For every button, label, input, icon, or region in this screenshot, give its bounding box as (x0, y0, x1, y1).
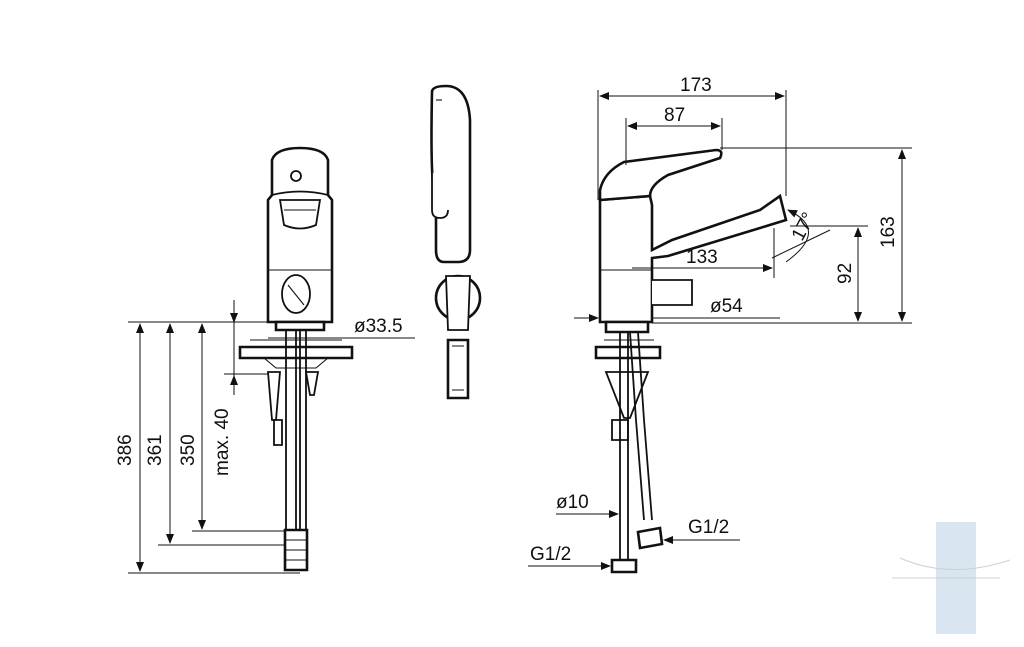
front-faucet-body (266, 146, 334, 332)
side-supply-hoses (610, 331, 664, 574)
dimension-label-hose-diameter: ø10 (556, 492, 589, 513)
dimension-label-body-diameter: ø54 (710, 296, 743, 317)
side-dimension-lines (528, 90, 912, 570)
dimension-label-361: 361 (145, 434, 166, 466)
watermark-logo (892, 522, 1011, 634)
hand-shower-view (430, 84, 482, 400)
dimension-label-87: 87 (664, 105, 685, 126)
side-faucet-body (598, 148, 788, 334)
front-dimension-lines (128, 300, 415, 574)
dimension-label-92: 92 (835, 263, 856, 284)
dimension-label-173: 173 (680, 75, 712, 96)
front-supply-hoses (283, 330, 309, 572)
front-mounting-clamp (267, 371, 320, 446)
dimension-label-connection-left: G1/2 (530, 544, 571, 565)
dimension-label-connection-right: G1/2 (688, 517, 729, 538)
dimension-label-base-diameter: ø33.5 (354, 316, 403, 337)
side-view: 173 87 133 17° 92 163 ø54 ø10 G1/2 G1/2 (528, 75, 912, 574)
dimension-label-133: 133 (686, 247, 718, 268)
dimension-label-386: 386 (115, 434, 136, 466)
dimension-label-17-degrees: 17° (788, 209, 820, 244)
front-view: 386 361 350 max. 40 ø33.5 (115, 146, 415, 574)
dimension-label-max-40: max. 40 (212, 408, 233, 476)
dimension-label-163: 163 (878, 216, 899, 248)
dimension-label-350: 350 (178, 434, 199, 466)
